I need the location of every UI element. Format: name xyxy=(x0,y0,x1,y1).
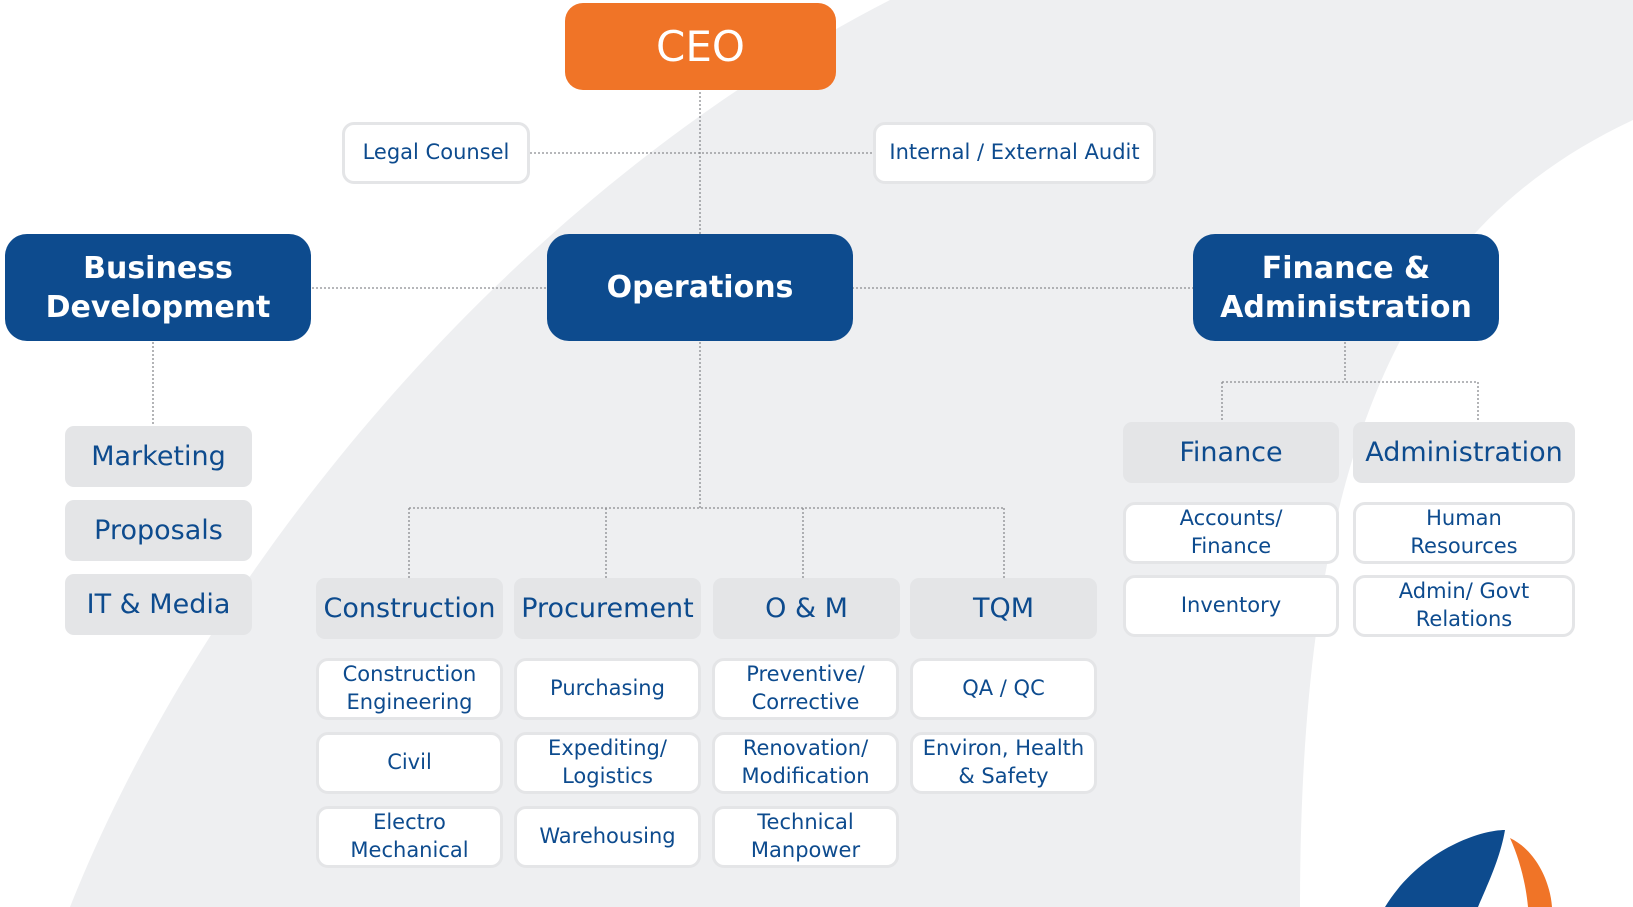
bd-item-label: Proposals xyxy=(94,515,223,546)
legal-counsel-label: Legal Counsel xyxy=(362,140,510,165)
dept-label: TQM xyxy=(972,593,1035,624)
sub-item-label: Purchasing xyxy=(550,676,665,701)
sub-item-label: Warehousing xyxy=(539,824,676,849)
sub-item: Construction Engineering xyxy=(316,658,503,720)
dept-tqm: TQM xyxy=(910,578,1097,639)
sub-item: Inventory xyxy=(1123,575,1339,637)
swoosh-logo-icon xyxy=(1385,830,1552,907)
sub-item-label: Environ, Health & Safety xyxy=(922,736,1085,788)
dept-label: Administration xyxy=(1365,437,1563,468)
bd-item-marketing: Marketing xyxy=(65,426,252,487)
dept-label: Finance xyxy=(1179,437,1283,468)
dept-construction: Construction xyxy=(316,578,503,639)
bd-item-proposals: Proposals xyxy=(65,500,252,561)
sub-item: Human Resources xyxy=(1353,502,1575,564)
sub-item: Electro Mechanical xyxy=(316,806,503,868)
sub-item-label: Inventory xyxy=(1180,593,1282,618)
sub-item-label: QA / QC xyxy=(962,676,1045,701)
business-development-label: Business Development xyxy=(45,250,271,325)
operations-box: Operations xyxy=(547,234,853,341)
sub-item: Preventive/ Corrective xyxy=(712,658,899,720)
sub-item: Environ, Health & Safety xyxy=(910,732,1097,794)
bd-item-label: IT & Media xyxy=(86,589,231,620)
bd-item-it-media: IT & Media xyxy=(65,574,252,635)
sub-item-label: Accounts/ Finance xyxy=(1179,506,1283,558)
sub-item-label: Technical Manpower xyxy=(750,810,861,862)
sub-item-label: Construction Engineering xyxy=(342,662,477,714)
dept-label: Procurement xyxy=(521,593,694,624)
sub-item-label: Admin/ Govt Relations xyxy=(1398,579,1530,631)
dept-label: Construction xyxy=(323,593,496,624)
dept-label: O & M xyxy=(765,593,848,624)
sub-item: Purchasing xyxy=(514,658,701,720)
sub-item-label: Preventive/ Corrective xyxy=(746,662,865,714)
sub-item: Expediting/ Logistics xyxy=(514,732,701,794)
dept-om: O & M xyxy=(713,578,900,639)
sub-item-label: Renovation/ Modification xyxy=(741,736,870,788)
ceo-box: CEO xyxy=(565,3,836,90)
finance-administration-label: Finance & Administration xyxy=(1220,250,1472,325)
sub-item: Warehousing xyxy=(514,806,701,868)
sub-item-label: Expediting/ Logistics xyxy=(548,736,667,788)
ceo-label: CEO xyxy=(656,22,745,71)
sub-item: Civil xyxy=(316,732,503,794)
legal-counsel-box: Legal Counsel xyxy=(342,122,530,184)
sub-item: Renovation/ Modification xyxy=(712,732,899,794)
audit-box: Internal / External Audit xyxy=(873,122,1156,184)
dept-finance: Finance xyxy=(1123,422,1339,483)
sub-item: Accounts/ Finance xyxy=(1123,502,1339,564)
sub-item-label: Human Resources xyxy=(1410,506,1518,558)
sub-item: Admin/ Govt Relations xyxy=(1353,575,1575,637)
business-development-box: Business Development xyxy=(5,234,311,341)
sub-item: Technical Manpower xyxy=(712,806,899,868)
dept-procurement: Procurement xyxy=(514,578,701,639)
bd-item-label: Marketing xyxy=(91,441,226,472)
sub-item: QA / QC xyxy=(910,658,1097,720)
sub-item-label: Civil xyxy=(387,750,432,775)
audit-label: Internal / External Audit xyxy=(889,140,1140,165)
dept-administration: Administration xyxy=(1353,422,1575,483)
sub-item-label: Electro Mechanical xyxy=(350,810,469,862)
operations-label: Operations xyxy=(606,270,794,305)
finance-administration-box: Finance & Administration xyxy=(1193,234,1499,341)
